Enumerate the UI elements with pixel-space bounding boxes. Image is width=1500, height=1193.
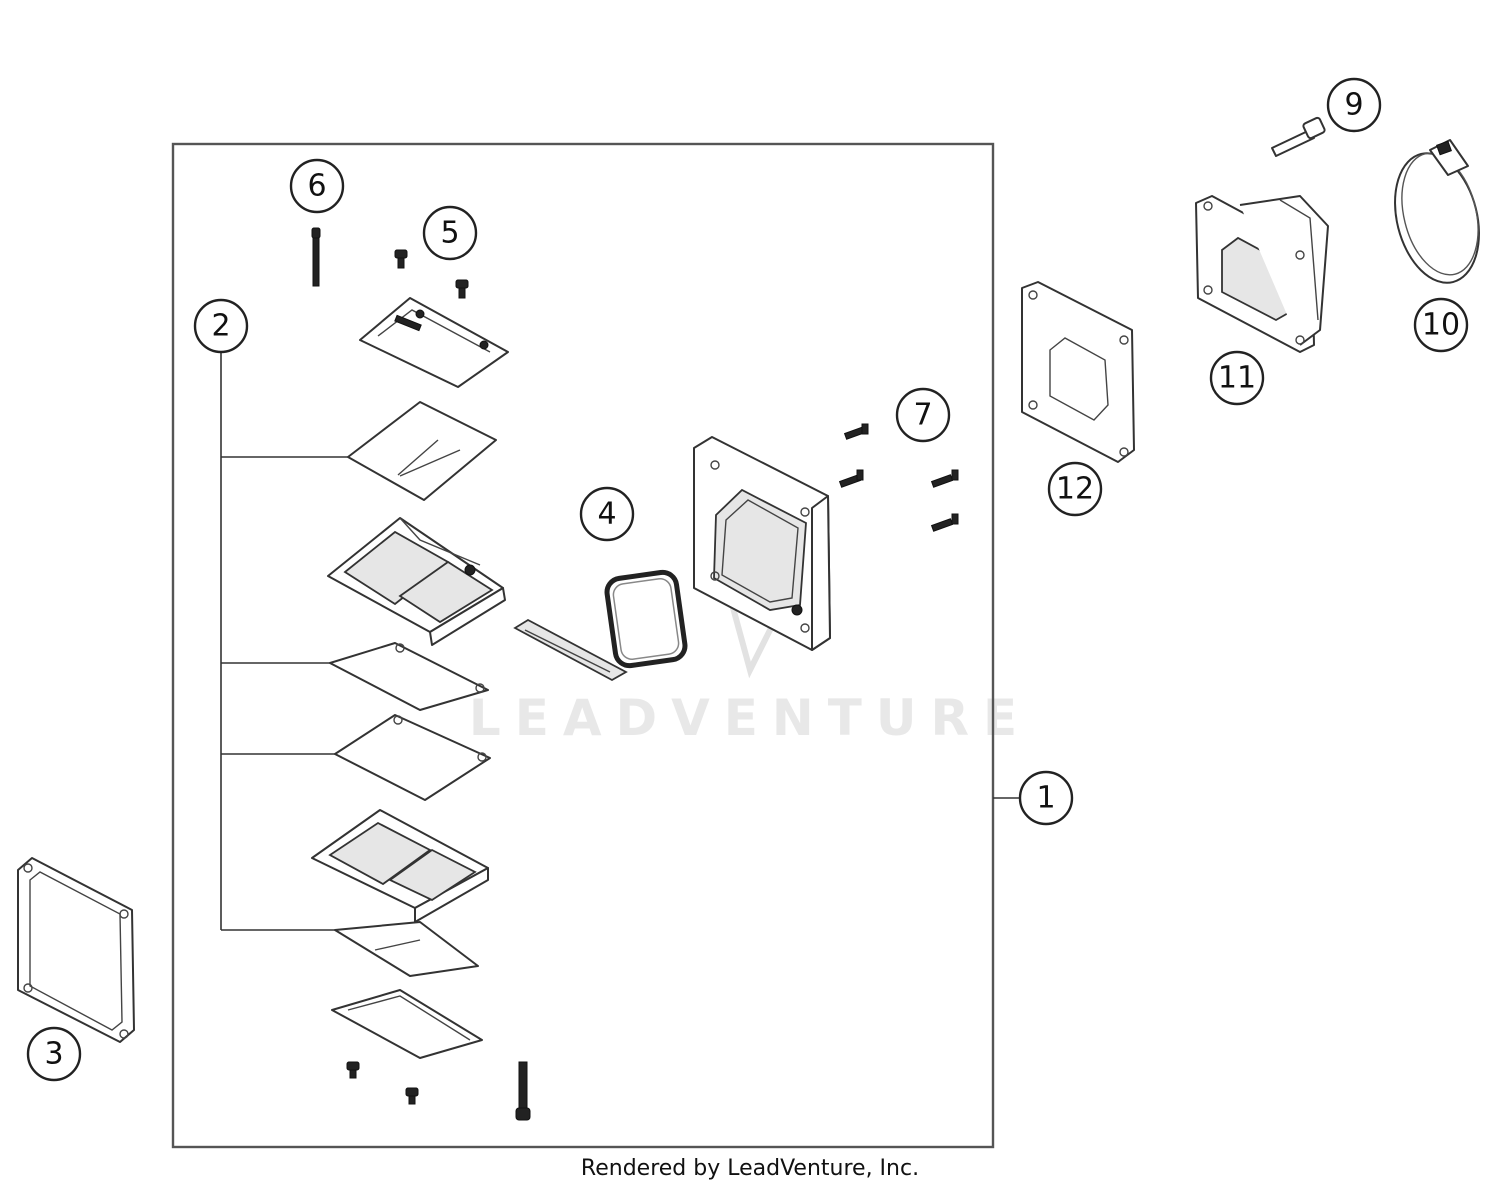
- reed-cage-part: [327, 517, 506, 646]
- small-screw-part: [346, 1061, 419, 1105]
- svg-text:7: 7: [913, 398, 932, 433]
- seal-strip-part: [513, 618, 628, 682]
- callout-3: 3: [26, 1026, 82, 1082]
- reed-cage-part: [311, 809, 489, 923]
- reed-petal-part: [334, 714, 491, 801]
- svg-text:3: 3: [44, 1037, 63, 1072]
- callout-11: 11: [1209, 350, 1265, 406]
- svg-text:4: 4: [597, 497, 616, 532]
- svg-text:9: 9: [1344, 88, 1363, 123]
- reed-petal-part: [347, 401, 497, 501]
- kit-frame: [171, 142, 995, 1149]
- intake-gasket-part: [1021, 281, 1135, 463]
- callout-7: 7: [895, 387, 951, 443]
- callout-9: 9: [1326, 77, 1382, 133]
- svg-text:12: 12: [1056, 472, 1094, 507]
- callout-5: 5: [422, 205, 478, 261]
- svg-text:10: 10: [1422, 308, 1460, 343]
- callout-6: 6: [289, 158, 345, 214]
- reed-housing-part: [693, 436, 831, 651]
- svg-text:2: 2: [211, 309, 230, 344]
- hose-clamp-part: [1394, 139, 1480, 284]
- manifold-bolt-part: [1271, 116, 1326, 157]
- long-bolt-part: [311, 227, 321, 287]
- leader-2: [220, 352, 350, 931]
- reed-stop-plate-part: [359, 297, 509, 388]
- small-screw-part: [394, 249, 469, 299]
- long-bolt-part: [515, 1061, 531, 1121]
- reed-stop-plate-part: [331, 989, 483, 1059]
- svg-text:5: 5: [440, 216, 459, 251]
- o-ring-part: [604, 569, 688, 669]
- callout-4: 4: [579, 486, 635, 542]
- intake-manifold-part: [1195, 195, 1329, 353]
- reed-petal-part: [329, 642, 489, 711]
- callout-1: 1: [1018, 770, 1074, 826]
- svg-text:6: 6: [307, 169, 326, 204]
- callout-12: 12: [1047, 461, 1103, 517]
- callout-10: 10: [1413, 297, 1469, 353]
- base-gasket-part: [17, 857, 135, 1043]
- screw-set-part: [838, 423, 959, 532]
- svg-text:11: 11: [1218, 361, 1256, 396]
- watermark-text: LEADVENTURE: [469, 689, 1031, 747]
- reed-petal-part: [334, 921, 479, 977]
- callout-2: 2: [193, 298, 249, 354]
- watermark: LEADVENTURE: [469, 514, 1031, 747]
- footer-credit: Rendered by LeadVenture, Inc.: [580, 1156, 920, 1181]
- svg-text:1: 1: [1036, 781, 1055, 816]
